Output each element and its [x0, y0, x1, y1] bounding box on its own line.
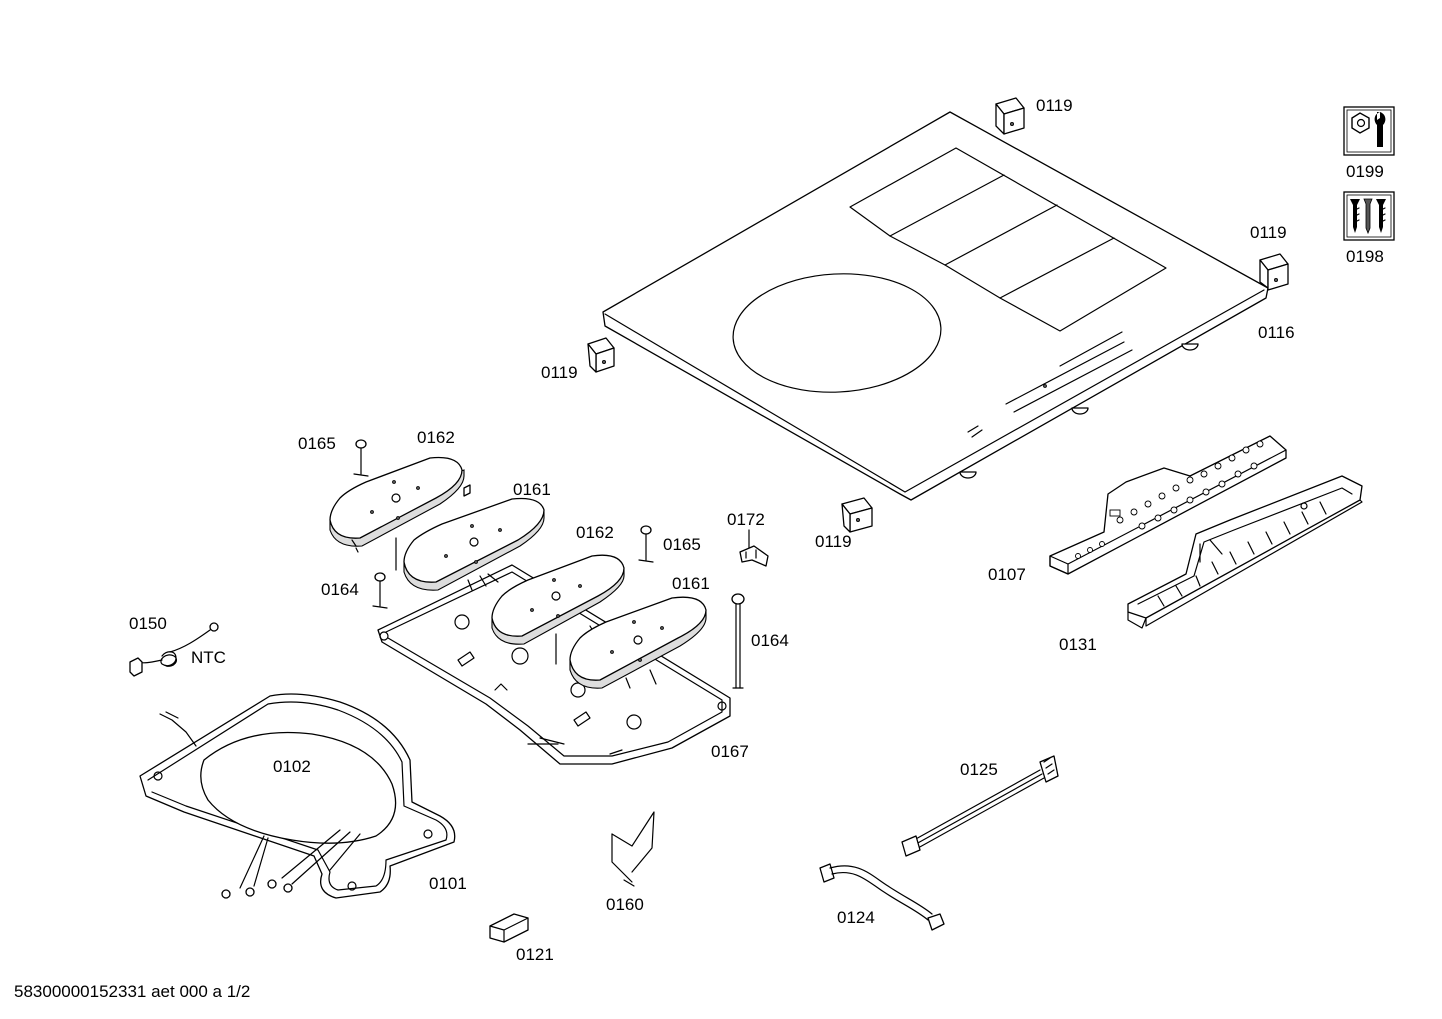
- coil-wires-0102: [159, 711, 361, 899]
- label-0131: 0131: [1059, 635, 1097, 654]
- document-footer-id: 58300000152331 aet 000 a 1/2: [14, 982, 251, 1001]
- label-0101: 0101: [429, 874, 467, 893]
- label-0119-left: 0119: [541, 363, 578, 382]
- pin-0165-left: [353, 439, 369, 477]
- coil-0162-left: [329, 456, 471, 571]
- label-0164-right: 0164: [751, 631, 789, 650]
- foil-0160: [611, 811, 655, 887]
- tools-kit-icon: [1343, 106, 1395, 156]
- label-0125: 0125: [960, 760, 998, 779]
- label-0119-top: 0119: [1036, 96, 1073, 115]
- coil-0161-left: [403, 497, 545, 591]
- coil-0161-right: [569, 596, 707, 689]
- label-0150: 0150: [129, 614, 167, 633]
- frame-profile-0131: [1127, 475, 1363, 629]
- label-0161-right: 0161: [672, 574, 710, 593]
- clip-0172: [739, 529, 769, 567]
- label-0161-left: 0161: [513, 480, 551, 499]
- label-0198: 0198: [1346, 247, 1384, 266]
- cable-0125: [901, 755, 1059, 857]
- control-board-0107: [1049, 435, 1287, 575]
- label-0165-left: 0165: [298, 434, 336, 453]
- label-0199: 0199: [1346, 162, 1384, 181]
- label-0116: 0116: [1258, 323, 1295, 342]
- bracket-0119-top: [995, 97, 1025, 135]
- label-0107: 0107: [988, 565, 1026, 584]
- label-ntc: NTC: [191, 648, 226, 667]
- bracket-0119-left: [587, 337, 615, 373]
- bracket-0119-bottom: [841, 497, 873, 533]
- label-0119-bottom: 0119: [815, 532, 852, 551]
- label-0162-left: 0162: [417, 428, 455, 447]
- label-0165-right: 0165: [663, 535, 701, 554]
- label-0164-left: 0164: [321, 580, 359, 599]
- label-0102: 0102: [273, 757, 311, 776]
- cable-0124: [819, 863, 945, 931]
- pin-0164-left: [372, 572, 388, 609]
- label-0167: 0167: [711, 742, 749, 761]
- label-0162-right: 0162: [576, 523, 614, 542]
- label-0124: 0124: [837, 908, 875, 927]
- pin-0164-right: [731, 593, 745, 689]
- label-0172: 0172: [727, 510, 765, 529]
- label-0119-right: 0119: [1250, 223, 1287, 242]
- label-0121: 0121: [516, 945, 554, 964]
- spacer-0121: [489, 913, 529, 943]
- ntc-sensor-0150: [129, 622, 219, 677]
- coil-0162-right: [491, 554, 625, 665]
- induction-coil-0102: [200, 731, 397, 844]
- cooktop-glass-plate: [602, 111, 1269, 501]
- screws-kit-icon: [1343, 191, 1395, 241]
- label-0160: 0160: [606, 895, 644, 914]
- bracket-0119-right: [1259, 253, 1289, 291]
- pin-0165-right: [638, 525, 654, 563]
